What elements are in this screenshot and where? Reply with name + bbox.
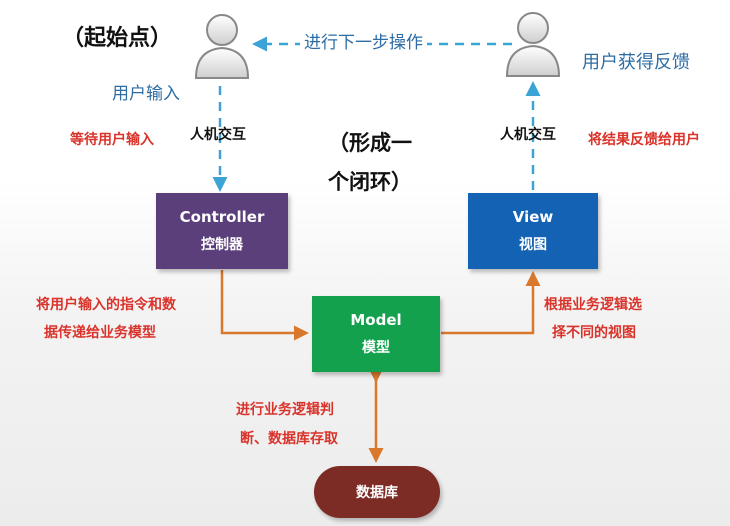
next-step-label: 进行下一步操作 [300, 35, 427, 52]
waiting-input-label: 等待用户输入 [70, 132, 154, 148]
user-icon [194, 14, 250, 79]
controller-subtitle: 控制器 [201, 237, 243, 253]
controller-title: Controller [179, 208, 265, 226]
model-db-desc-2: 断、数据库存取 [240, 431, 338, 447]
hci-right-label: 人机交互 [500, 127, 556, 143]
feedback-to-user-label: 将结果反馈给用户 [588, 132, 700, 148]
model-title: Model [350, 311, 402, 329]
start-label: （起始点） [62, 26, 173, 51]
user-icon [505, 12, 561, 77]
arrow-model-to-view [441, 271, 541, 335]
user-input-label: 用户输入 [112, 84, 180, 104]
view-title: View [512, 208, 554, 226]
arrow-controller-to-model [220, 270, 309, 341]
loop-note-line1: （形成一 [328, 131, 412, 155]
view-subtitle: 视图 [519, 237, 547, 253]
controller-to-model-desc-1: 将用户输入的指令和数 [36, 297, 176, 313]
model-subtitle: 模型 [362, 340, 390, 356]
database-title: 数据库 [356, 485, 398, 501]
model-db-desc-1: 进行业务逻辑判 [236, 402, 334, 418]
view-box: View 视图 [468, 193, 598, 269]
model-to-view-desc-1: 根据业务逻辑选 [544, 297, 642, 313]
model-box: Model 模型 [312, 296, 440, 372]
user-feedback-label: 用户获得反馈 [582, 52, 690, 73]
loop-note-line2: 个闭环） [328, 170, 412, 194]
controller-box: Controller 控制器 [156, 193, 288, 269]
database-node: 数据库 [314, 466, 440, 518]
model-to-view-desc-2: 择不同的视图 [552, 325, 636, 341]
controller-to-model-desc-2: 据传递给业务模型 [44, 325, 156, 341]
hci-left-label: 人机交互 [190, 127, 246, 143]
